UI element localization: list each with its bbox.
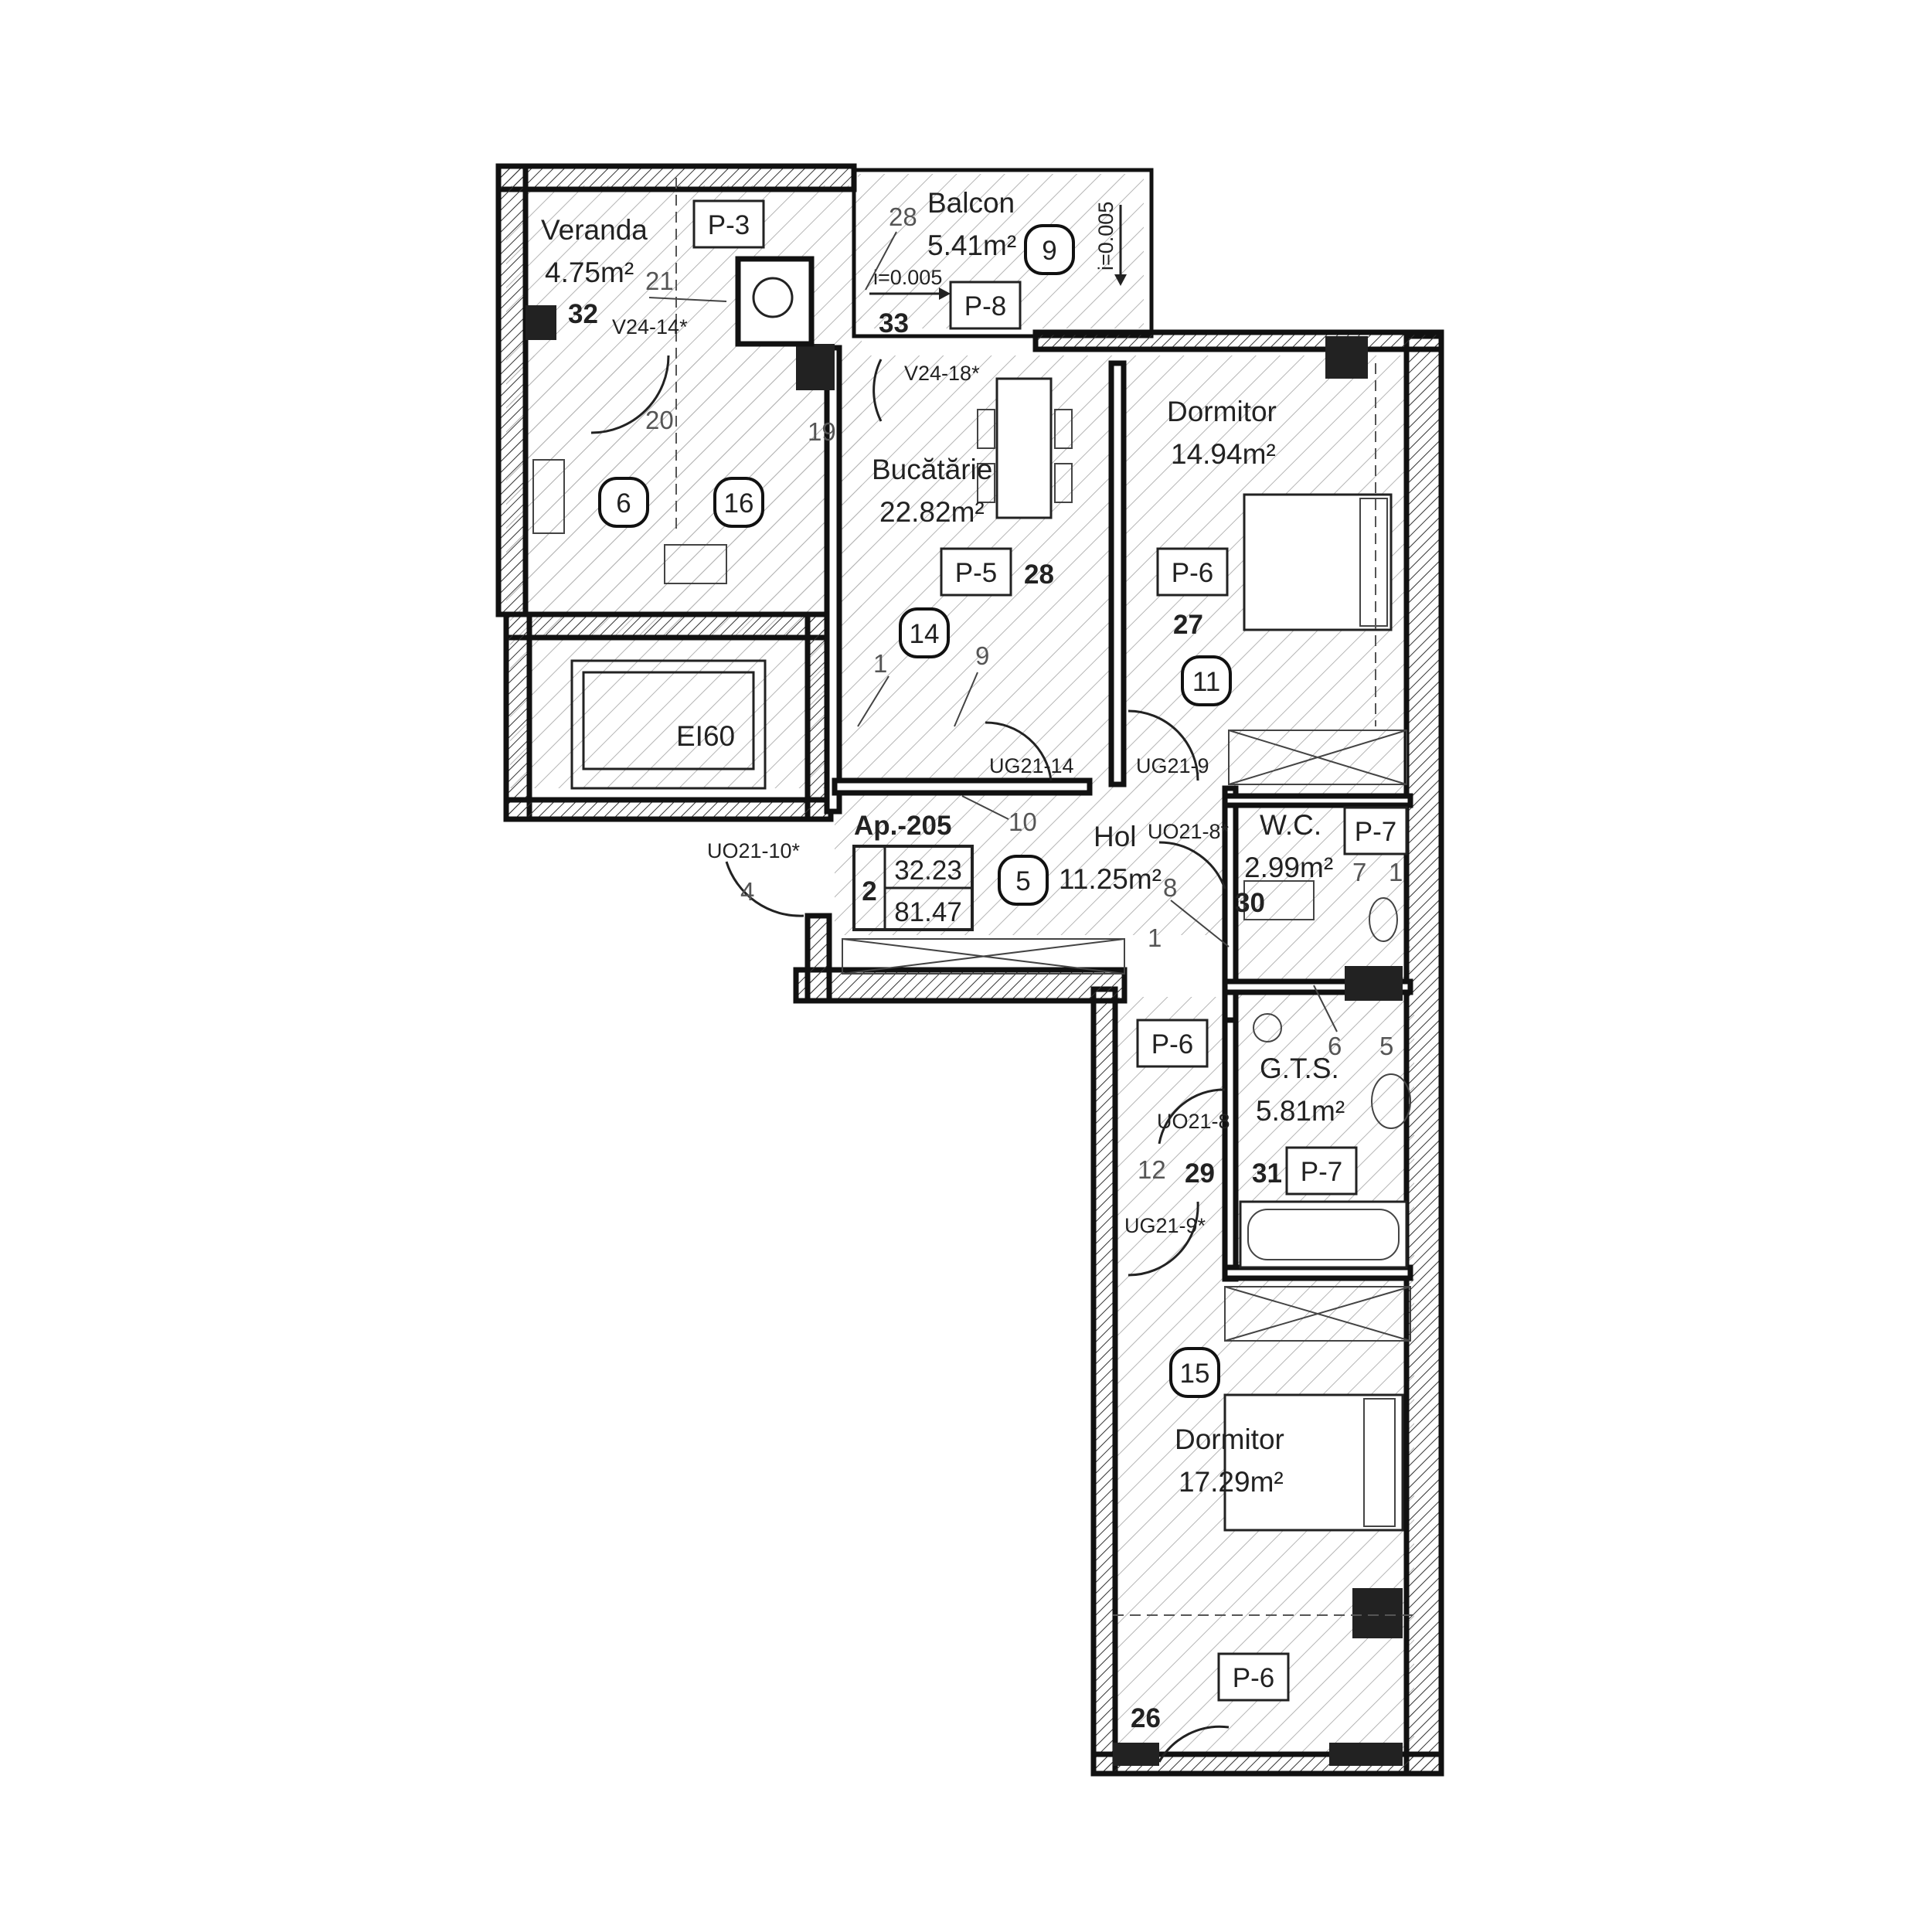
ref-number: 1 <box>873 649 887 678</box>
svg-text:11: 11 <box>1192 667 1220 697</box>
finish-tag: P-5 <box>940 547 1012 597</box>
veranda-name: Veranda <box>541 214 648 246</box>
ref-number: 6 <box>1328 1032 1342 1060</box>
circled-number: 16 <box>713 477 764 528</box>
door-code: UG21-9 <box>1136 754 1209 777</box>
circled-number: 15 <box>1169 1347 1220 1398</box>
svg-text:P-6: P-6 <box>1233 1663 1274 1693</box>
hol-area: 11.25m² <box>1059 863 1162 895</box>
window-code: V24-18* <box>904 362 980 385</box>
svg-text:6: 6 <box>616 488 631 519</box>
svg-text:P-7: P-7 <box>1355 817 1396 847</box>
finish-tag: P-8 <box>949 281 1022 330</box>
svg-text:P-8: P-8 <box>964 291 1006 321</box>
bold-numbers: 32 33 28 27 30 29 31 26 <box>568 299 1282 1733</box>
balcon-name: Balcon <box>927 187 1015 219</box>
bold-number: 33 <box>879 308 909 338</box>
hol-name: Hol <box>1094 821 1137 852</box>
ref-number: 10 <box>1009 808 1037 836</box>
ref-number: 19 <box>808 417 836 446</box>
dormitor1-name: Dormitor <box>1167 396 1277 427</box>
finish-tag: P-6 <box>1156 547 1229 597</box>
bold-number: 29 <box>1185 1158 1215 1189</box>
ref-number: 12 <box>1138 1155 1166 1184</box>
gts-area: 5.81m² <box>1256 1095 1345 1127</box>
ref-number: 4 <box>740 877 754 906</box>
apartment-id: Ap.-205 <box>854 811 951 841</box>
ref-number: 8 <box>1163 873 1177 902</box>
door-code: UG21-14 <box>989 754 1074 777</box>
bold-number: 31 <box>1252 1158 1282 1189</box>
apartment-area-useful: 32.23 <box>894 855 962 886</box>
finish-tags: P-3 P-8 P-5 P-6 P-7 P-6 P-7 P-6 <box>692 199 1408 1702</box>
svg-text:P-3: P-3 <box>708 210 750 240</box>
circled-number: 6 <box>598 477 649 528</box>
ref-number: 9 <box>975 641 989 670</box>
ref-number: 7 <box>1352 858 1366 886</box>
ref-number: 21 <box>645 267 674 295</box>
svg-text:15: 15 <box>1180 1359 1210 1389</box>
ref-number: 20 <box>645 406 674 434</box>
window-code: V24-14* <box>612 315 688 338</box>
fire-rating-label: EI60 <box>676 720 735 752</box>
door-code: UO21-10* <box>707 839 801 862</box>
door-code: UO21-8* <box>1148 820 1230 843</box>
wc-name: W.C. <box>1260 809 1321 841</box>
apartment-info: Ap.-205 2 32.23 81.47 <box>852 811 974 931</box>
bucatarie-name: Bucătărie <box>872 454 992 485</box>
veranda-area: 4.75m² <box>545 257 634 288</box>
circled-numbers: 9 6 16 14 11 5 15 <box>598 224 1232 1398</box>
bold-number: 28 <box>1024 560 1054 590</box>
bold-number: 27 <box>1173 610 1203 640</box>
svg-text:14: 14 <box>910 619 940 649</box>
room-labels: Veranda 4.75m² Balcon 5.41m² Bucătărie 2… <box>541 187 1345 1498</box>
finish-tag: P-3 <box>692 199 765 249</box>
dormitor1-area: 14.94m² <box>1171 438 1276 470</box>
circled-number: 9 <box>1024 224 1075 275</box>
ref-number: 28 <box>889 202 917 231</box>
dormitor2-area: 17.29m² <box>1179 1466 1284 1498</box>
ref-number: 5 <box>1379 1032 1393 1060</box>
door-window-codes: V24-14* V24-18* UG21-14 UG21-9 UO21-8* U… <box>612 315 1230 1237</box>
svg-text:P-5: P-5 <box>955 558 997 588</box>
finish-tag: P-7 <box>1285 1146 1358 1196</box>
door-code: UG21-9* <box>1124 1214 1206 1237</box>
svg-text:P-6: P-6 <box>1172 558 1213 588</box>
furniture <box>532 178 1414 1763</box>
finish-tag: P-6 <box>1136 1019 1209 1068</box>
bucatarie-area: 22.82m² <box>879 496 985 528</box>
ref-number: 1 <box>1148 923 1162 952</box>
door-code: UO21-8 <box>1157 1110 1230 1133</box>
svg-text:16: 16 <box>724 488 754 519</box>
bold-number: 26 <box>1131 1703 1161 1733</box>
svg-text:P-7: P-7 <box>1301 1157 1342 1187</box>
slope-label: i=0.005 <box>1094 202 1117 270</box>
bold-number: 32 <box>568 299 598 329</box>
circled-number: 11 <box>1181 655 1232 706</box>
finish-tag: P-6 <box>1217 1652 1290 1702</box>
dormitor2-name: Dormitor <box>1175 1423 1284 1455</box>
slope-annotations: i=0.005 i=0.005 <box>869 202 1127 300</box>
svg-text:9: 9 <box>1042 236 1056 266</box>
svg-text:P-6: P-6 <box>1151 1029 1193 1060</box>
svg-text:5: 5 <box>1015 866 1030 896</box>
apartment-area-total: 81.47 <box>894 897 962 927</box>
wc-area: 2.99m² <box>1244 852 1333 883</box>
ref-number: 1 <box>1389 858 1403 886</box>
circled-number: 14 <box>899 607 950 658</box>
balcon-area: 5.41m² <box>927 230 1016 261</box>
small-numbers: 28 21 20 19 1 9 10 4 8 1 7 1 6 5 12 <box>645 202 1403 1184</box>
slope-label: i=0.005 <box>873 266 942 289</box>
gts-name: G.T.S. <box>1260 1053 1339 1084</box>
circled-number: 5 <box>998 855 1049 906</box>
bold-number: 30 <box>1235 888 1265 918</box>
finish-tag: P-7 <box>1343 806 1408 855</box>
apartment-rooms: 2 <box>862 876 876 906</box>
